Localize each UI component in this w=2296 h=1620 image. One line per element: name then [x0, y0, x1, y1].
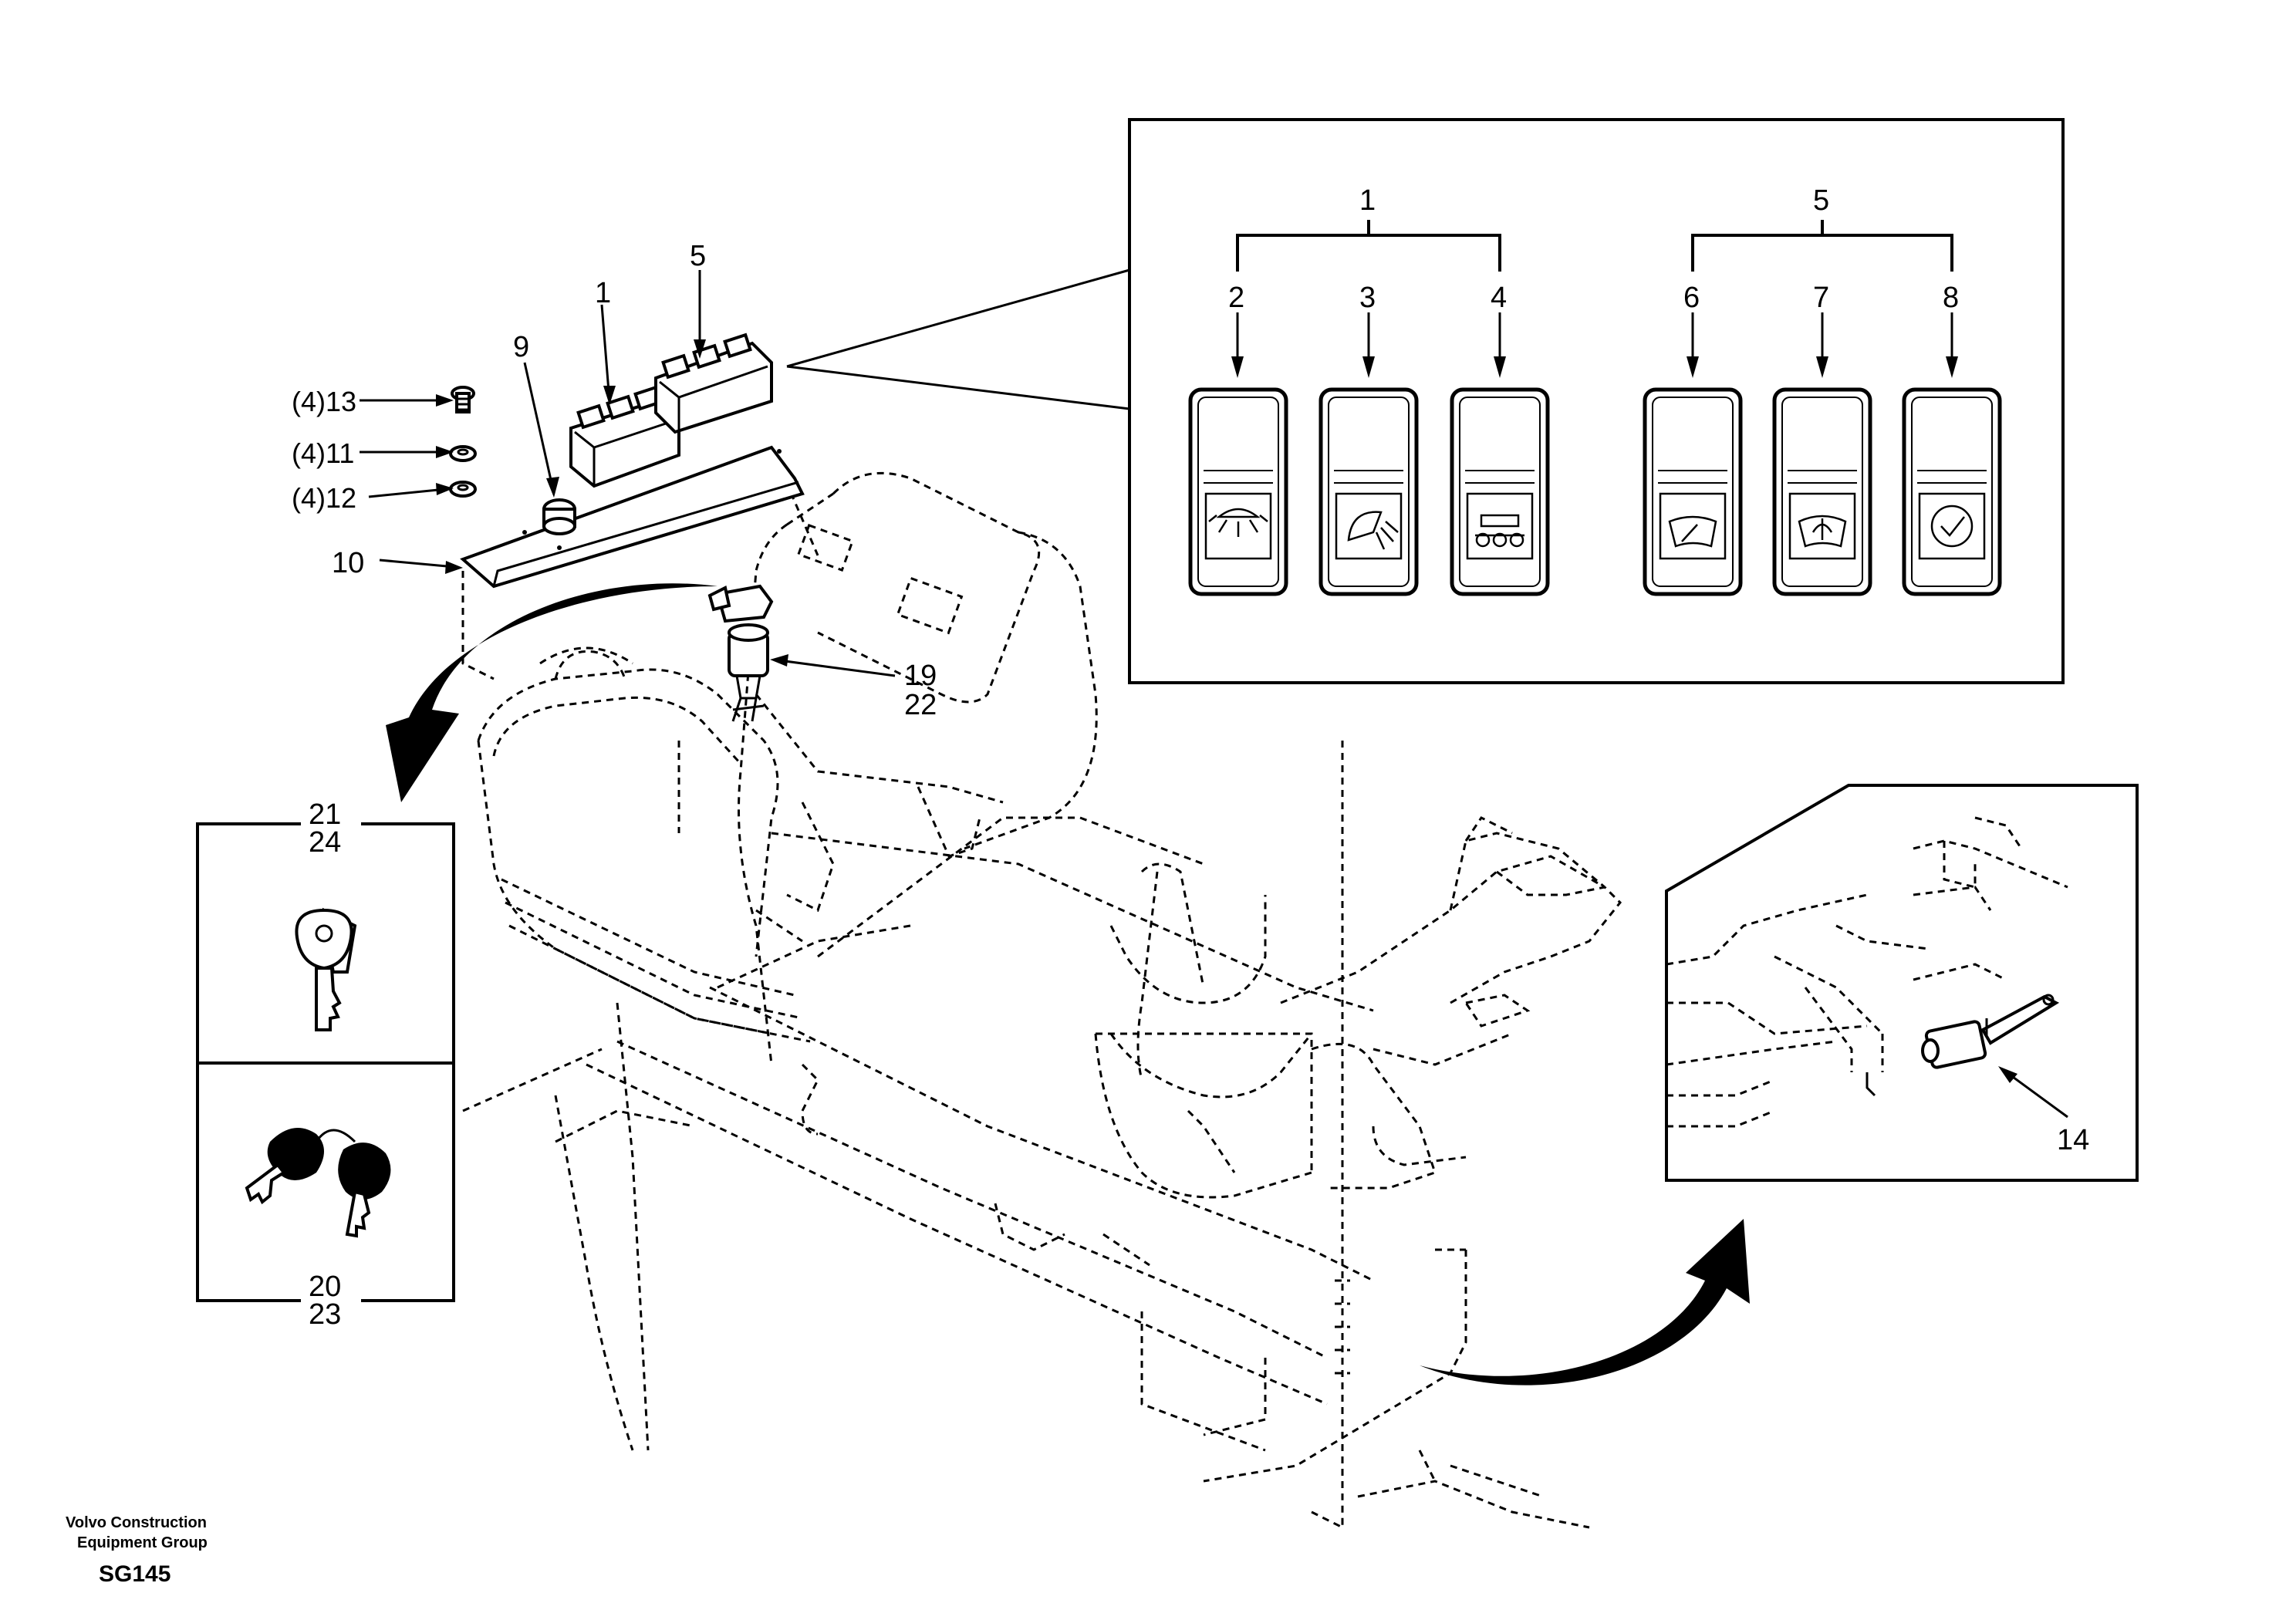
travel-alarm-icon — [1466, 492, 1534, 560]
lamp-icon — [1335, 492, 1403, 560]
screw-part — [451, 386, 475, 413]
rocker-switch-8 — [1902, 387, 2002, 596]
detail-switch-4: 4 — [1491, 282, 1507, 314]
washer-icon — [1788, 492, 1856, 560]
key-callout-23: 23 — [309, 1298, 341, 1331]
curved-arrow-left — [386, 583, 718, 802]
switch-block-5 — [654, 332, 773, 434]
limit-switch-sensor — [1921, 994, 2060, 1069]
detail-switch-7: 7 — [1813, 282, 1829, 314]
rotary-knob — [542, 498, 576, 535]
check-icon — [1918, 492, 1986, 560]
key-callout-20: 20 — [309, 1271, 341, 1303]
callout-5: 5 — [690, 240, 706, 272]
sensor-callout-14: 14 — [2057, 1124, 2089, 1156]
curved-arrow-right — [1420, 1219, 1750, 1385]
callout-1: 1 — [595, 277, 611, 309]
sensor-detail-panel — [1665, 784, 2139, 1182]
key-callout-24: 24 — [309, 826, 341, 859]
callout-22: 22 — [904, 689, 937, 721]
washer-part — [449, 445, 477, 462]
ignition-switch — [707, 584, 774, 722]
switch-panel-assembly — [460, 332, 805, 589]
callout-19: 19 — [904, 660, 937, 692]
callout-9: 9 — [513, 331, 529, 363]
detail-switch-3: 3 — [1359, 282, 1376, 314]
company-name-line-1: Volvo Construction — [66, 1514, 207, 1531]
footer-block: Volvo Construction Equipment Group SG145 — [66, 1514, 208, 1587]
work-light-icon — [1204, 492, 1272, 560]
key-pair-icon — [245, 1128, 391, 1238]
callout-labels: 1 5 9 10 (4)13 (4)11 (4)12 19 22 1 5 2 3… — [292, 184, 2089, 1331]
lock-washer-part — [449, 481, 477, 498]
single-key-icon — [295, 907, 357, 1031]
key-detail-panel — [196, 822, 455, 1302]
callout-12: (4)12 — [292, 482, 356, 514]
detail-group-1: 1 — [1359, 184, 1376, 217]
rocker-switch-4 — [1450, 387, 1550, 596]
callout-13: (4)13 — [292, 386, 356, 417]
detail-group-5: 5 — [1813, 184, 1829, 217]
key-callout-21: 21 — [309, 798, 341, 831]
callout-10: 10 — [332, 547, 364, 579]
rocker-switch-6 — [1643, 387, 1743, 596]
wiper-icon — [1659, 492, 1727, 560]
detail-switch-8: 8 — [1943, 282, 1959, 314]
callout-11: (4)11 — [292, 437, 354, 469]
company-name-line-2: Equipment Group — [77, 1534, 208, 1551]
switch-arrows — [1231, 312, 1958, 378]
switch-detail-panel — [786, 118, 2065, 684]
detail-switch-6: 6 — [1683, 282, 1700, 314]
cab-outline — [462, 471, 1622, 1530]
rocker-switch-7 — [1772, 387, 1872, 596]
rocker-switch-3 — [1319, 387, 1419, 596]
drawing-code: SG145 — [99, 1561, 171, 1587]
detail-switch-2: 2 — [1228, 282, 1244, 314]
main-callout-arrows — [360, 270, 896, 677]
switch-block-1 — [569, 385, 680, 488]
panel-leader — [461, 571, 495, 680]
rocker-switch-2 — [1188, 387, 1288, 596]
